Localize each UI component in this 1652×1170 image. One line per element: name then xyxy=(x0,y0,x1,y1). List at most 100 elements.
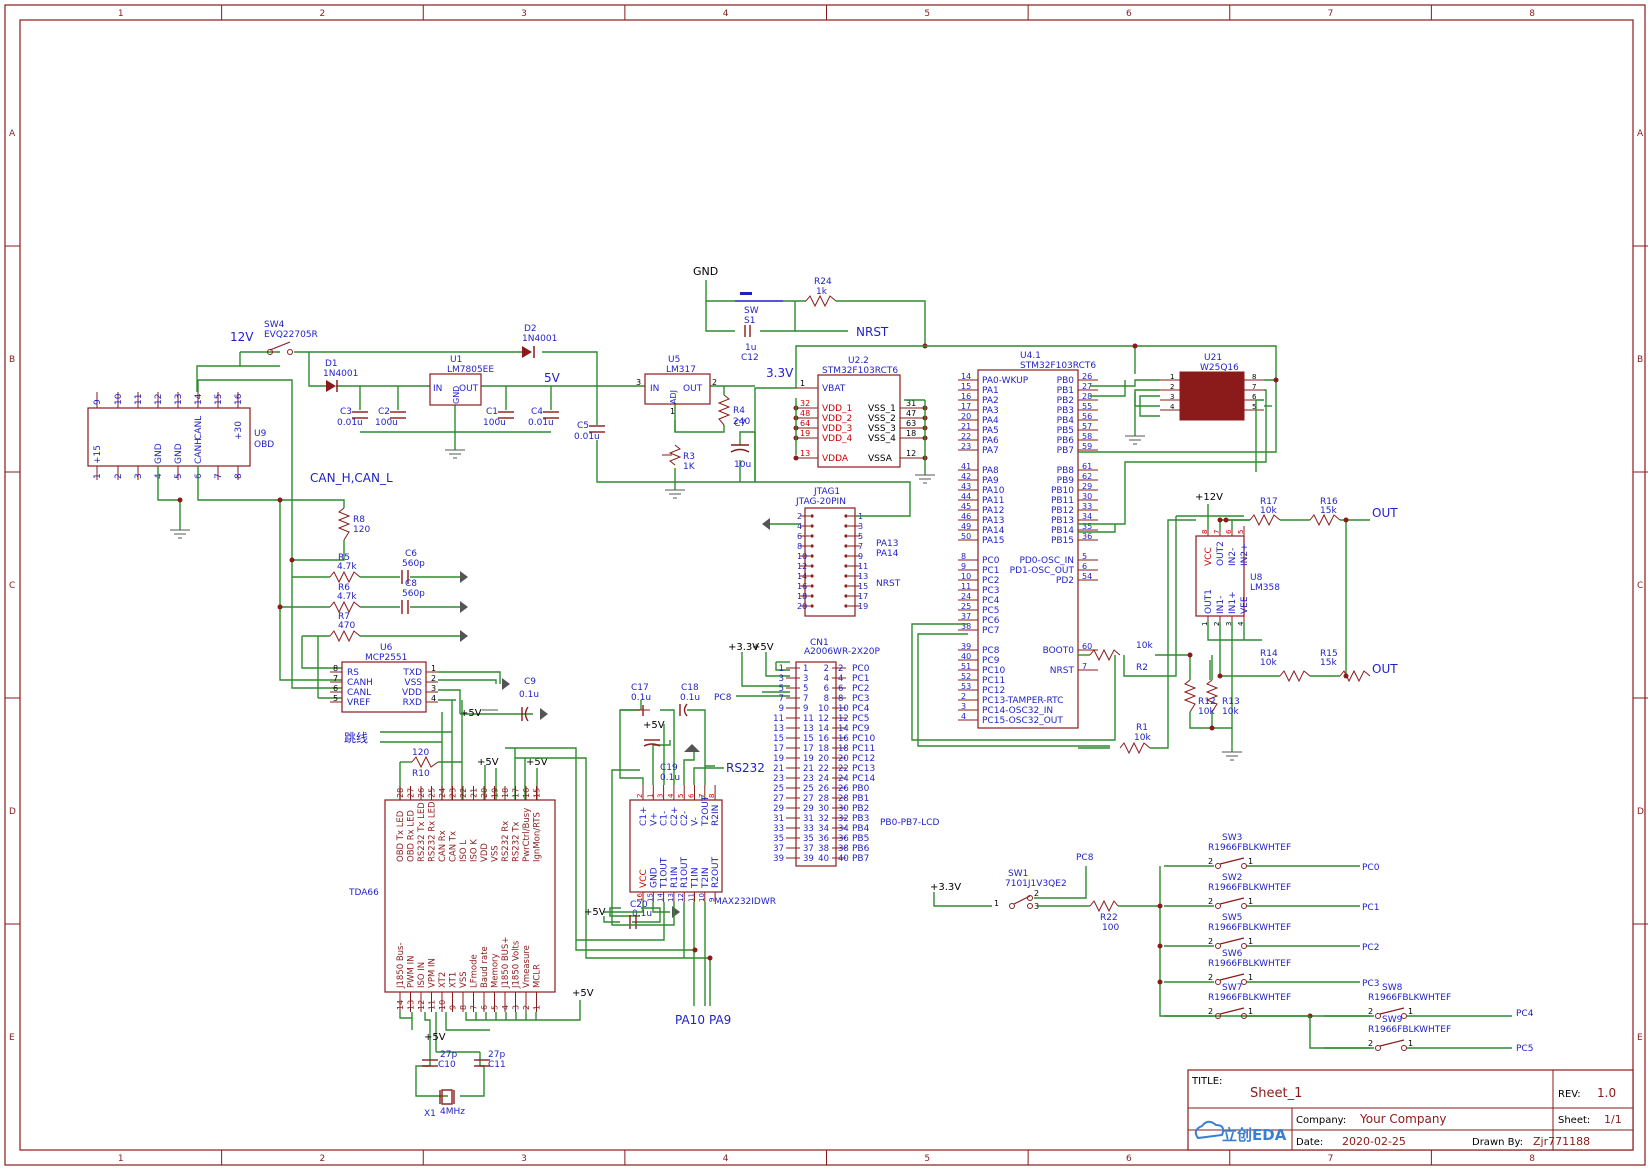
u22-pin-num: 18 xyxy=(906,429,916,438)
u5-pin-in: 3 xyxy=(636,378,641,387)
tda-pin-name: Vmeasure xyxy=(522,945,532,988)
u5-in: IN xyxy=(650,384,659,394)
key-contact xyxy=(1375,1045,1381,1051)
company-value: Your Company xyxy=(1359,1112,1447,1126)
jtag-pin-num: 10 xyxy=(797,552,807,561)
r24-ref: R24 xyxy=(814,277,832,287)
c12-val: 1u xyxy=(745,343,756,353)
u41-pin-num: 42 xyxy=(961,472,971,481)
frame-col-label: 4 xyxy=(723,1154,729,1164)
tda-pin-name: Memory xyxy=(491,953,501,988)
tda-ref: TDA66 xyxy=(348,888,379,898)
key-pin: 2 xyxy=(1208,1007,1213,1016)
net-out-1: OUT xyxy=(1372,506,1398,520)
max-pin-num: 14 xyxy=(657,893,665,902)
key-contact xyxy=(1215,863,1221,869)
jtag-pin-dot xyxy=(844,544,848,548)
u6-pin-num: 3 xyxy=(431,684,436,693)
jtag-pin-dot xyxy=(844,564,848,568)
frame-row-label: E xyxy=(1637,1033,1643,1043)
u41-pin-num: 30 xyxy=(1082,492,1092,501)
tda-pin-name: ISO L xyxy=(459,840,469,862)
max-pin-name: V+ xyxy=(649,812,659,826)
net-p5v-d: +5V xyxy=(572,988,594,999)
net-12v: 12V xyxy=(230,330,254,344)
cn1-pin-num: 19 xyxy=(773,754,784,764)
sw1-pc8: PC8 xyxy=(1076,853,1094,863)
drawn-label: Drawn By: xyxy=(1472,1137,1523,1148)
c18-ref: C18 xyxy=(681,683,699,693)
r15-val: 15k xyxy=(1320,658,1337,668)
u22-pin-num: 1 xyxy=(800,379,805,388)
c11-ref: C11 xyxy=(488,1060,506,1070)
reset-circuit: GND SW S1 1u C12 R24 1k NRST xyxy=(693,265,1136,388)
cap-ref: C1 xyxy=(486,407,498,417)
jtag-pin-dot xyxy=(810,524,814,528)
tda-pin-num: 19 xyxy=(491,788,500,798)
tda-pin-num: 28 xyxy=(396,788,405,798)
u6-pin-num: 2 xyxy=(431,674,436,683)
jtag-pin-num: 8 xyxy=(797,542,802,551)
cn1-pin-num: 1 xyxy=(803,664,808,674)
jtag-pin-num: 14 xyxy=(797,572,807,581)
u8-pin-num: 3 xyxy=(1225,622,1233,626)
cn1-pin-num: 30 xyxy=(838,804,849,814)
jtag-pin-num: 18 xyxy=(797,592,807,601)
u22-pin-num: 63 xyxy=(906,419,916,428)
mcu-side-wires xyxy=(911,623,1116,747)
u41-pin-num: 2 xyxy=(961,692,966,701)
cn1-pin-num: 39 xyxy=(773,854,784,864)
cap-val: 100u xyxy=(375,418,398,428)
max-pin-name: C2- xyxy=(680,811,690,826)
u41-pin-name: PA5 xyxy=(982,426,999,436)
u6-pin-name: CANL xyxy=(347,688,371,698)
net-pc3: PC3 xyxy=(1362,979,1379,989)
u41-pin-num: 57 xyxy=(1082,422,1092,431)
tda-pin-name: OBD Rx LED xyxy=(407,809,417,862)
u22-pin-num: 31 xyxy=(906,399,916,408)
cn1-pin-num: 5 xyxy=(803,684,808,694)
u41-pin-num: 28 xyxy=(1082,392,1092,401)
cn1-pin-num: 17 xyxy=(773,744,784,754)
u41-pin-name: PA4 xyxy=(982,416,999,426)
u41-pin-name: PB1 xyxy=(1057,386,1074,396)
c12-ref: C12 xyxy=(741,353,759,363)
net-p5v-c: +5V xyxy=(526,757,548,768)
cn1-pin-num: 34 xyxy=(838,824,849,834)
u41-pin-num: 4 xyxy=(961,712,966,721)
cn1-net-label: PC2 xyxy=(852,684,869,694)
u22-pin-name: VDD_1 xyxy=(822,404,852,414)
jtag-pin-num: 3 xyxy=(858,522,863,531)
jtag-pin-dot xyxy=(810,564,814,568)
key-part: R1966FBLKWHTEF xyxy=(1208,843,1291,853)
cap-ref: C5 xyxy=(577,421,589,431)
jtag-pin-num: 6 xyxy=(797,532,802,541)
title-label: TITLE: xyxy=(1191,1076,1222,1087)
cn1-pin-num: 16 xyxy=(838,734,849,744)
obd-pin-num: 11 xyxy=(134,394,144,405)
title-block: TITLE: Sheet_1 REV: 1.0 Company: Your Co… xyxy=(1187,1069,1634,1151)
key-pin: 1 xyxy=(1248,937,1253,946)
u5-pin-out: 2 xyxy=(712,378,717,387)
tda-pin-name: RS232 Rx LED xyxy=(428,801,438,862)
u41-pin-name: PC6 xyxy=(982,616,1000,626)
frame-col-label: 5 xyxy=(924,9,930,19)
cn1-pin-num: 8 xyxy=(824,694,829,704)
u41-pin-name: PC0 xyxy=(982,556,1000,566)
cn1-pin-num: 12 xyxy=(818,714,829,724)
u22-pin-num: 19 xyxy=(800,429,810,438)
r6-ref: R6 xyxy=(338,583,350,593)
cap-val: 100u xyxy=(483,418,506,428)
key-ref: SW2 xyxy=(1222,873,1242,883)
net-rs232: RS232 xyxy=(726,761,765,775)
u8-pin-name: OUT2 xyxy=(1216,541,1226,566)
cn1-net-label: PB0 xyxy=(852,784,870,794)
rev-label: REV: xyxy=(1558,1089,1581,1100)
key-contact xyxy=(1215,1013,1221,1019)
cap-ref: C2 xyxy=(378,407,390,417)
tda-pin-name: IgnMon/RTS xyxy=(533,812,543,862)
r13-val: 10k xyxy=(1222,707,1239,717)
